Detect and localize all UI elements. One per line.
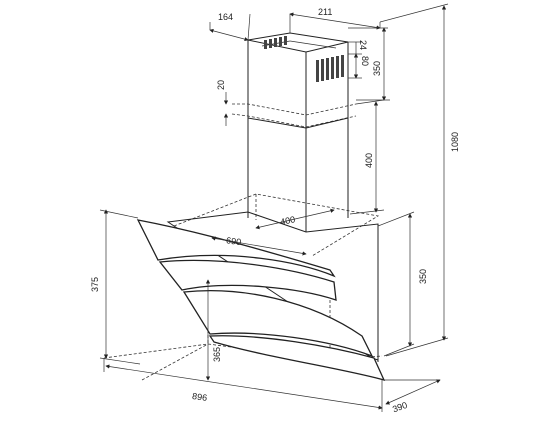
dim-211-label: 211 [318,7,332,17]
vent-slots-left [264,36,287,49]
dim-365-label: 365 [212,347,222,362]
dim-inner-height: 365 [205,279,222,381]
dim-overall-width: 896 [103,358,383,412]
glass-panel-middle [158,259,337,301]
dim-375-label: 375 [90,277,100,292]
dim-chimney-width: 211 [289,7,381,33]
dim-hood-front: 375 [90,209,141,365]
dim-upper-chimney: 350 [348,27,390,101]
dim-1080-label: 1080 [450,132,460,152]
dim-chimney-depth: 164 [209,12,251,42]
dim-350-upper-label: 350 [372,61,382,76]
dim-base-depth: 400 [255,208,335,230]
dim-overlap: 20 [216,80,229,126]
glass-panel-bottom [182,290,386,381]
dim-80-label: 80 [360,56,370,66]
dim-overall-height: 1080 [379,3,460,357]
dim-vent-heights: 24 80 [348,40,370,79]
lower-chimney [247,117,349,232]
dim-20-label: 20 [216,80,226,90]
dim-350-right-label: 350 [418,269,428,284]
vent-slots-right [316,55,344,82]
chimney-overlap-band [231,103,357,128]
dim-400-vertical-label: 400 [364,153,374,168]
dim-base-width: 690 [211,235,307,256]
dim-896-label: 896 [192,391,208,403]
dim-overall-depth: 390 [384,379,441,415]
dim-400-base-label: 400 [279,214,296,227]
dim-390-label: 390 [391,400,409,415]
dim-lower-chimney: 400 [349,99,385,215]
dim-690-label: 690 [226,235,242,247]
dim-hood-side: 350 [377,211,428,357]
dim-24-label: 24 [358,40,368,50]
dim-164-label: 164 [218,12,233,22]
